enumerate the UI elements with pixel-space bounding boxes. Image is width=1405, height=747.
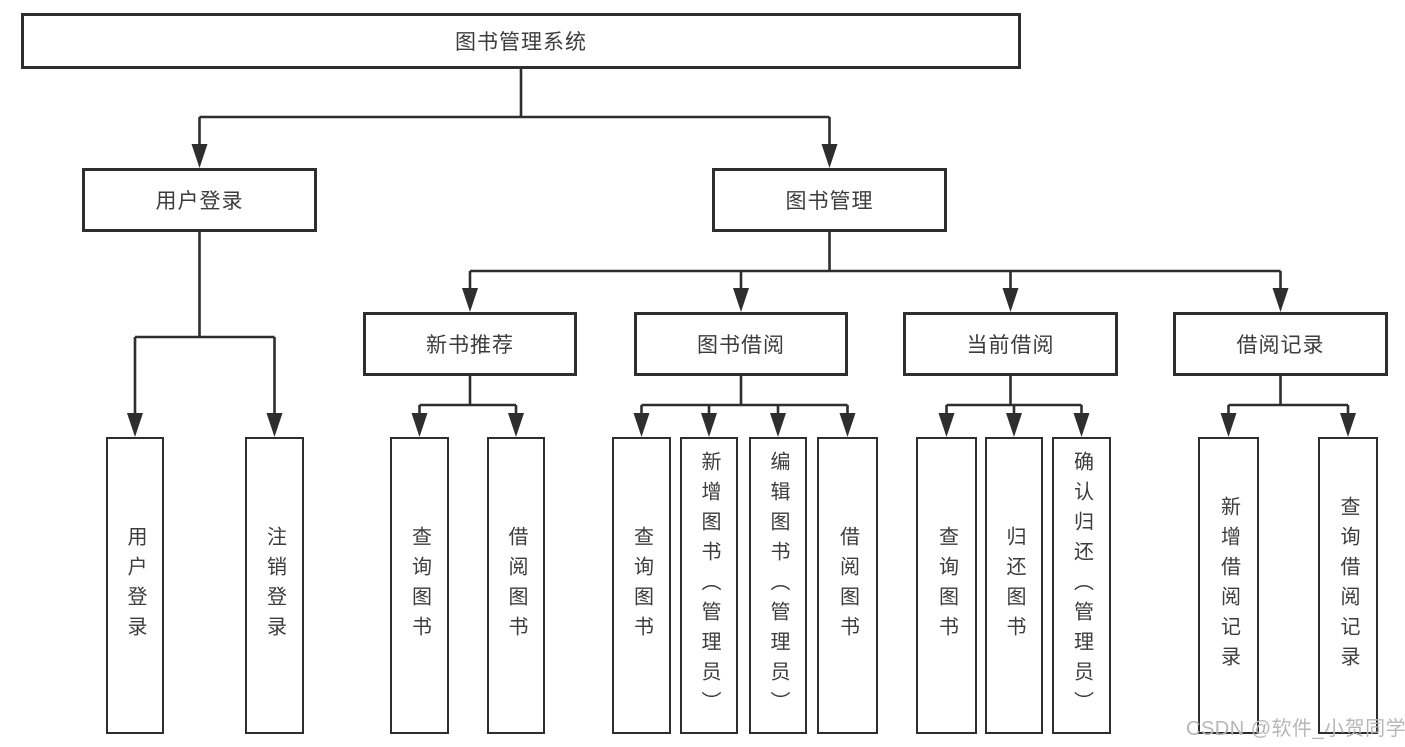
- leaf-confirm-return-admin: 确认归还（管理员）: [1052, 437, 1111, 734]
- node-label: 当前借阅: [966, 334, 1055, 357]
- node-label: 用户登录: [124, 525, 146, 646]
- connector-book-borrowing-to-leaves: [640, 376, 849, 431]
- connector-user-login-to-leaves: [133, 232, 276, 431]
- connector-new-book-recommendation-to-leaves: [418, 376, 518, 431]
- leaf-add-books-admin: 新增图书（管理员）: [680, 437, 738, 734]
- node-borrowing-records: 借阅记录: [1173, 312, 1388, 376]
- node-label: 借阅图书: [505, 525, 527, 646]
- leaf-query-books: 查询图书: [390, 437, 449, 734]
- connector-root-to-level2: [198, 69, 831, 162]
- node-user-login: 用户登录: [82, 168, 317, 232]
- node-label: 新增图书（管理员）: [698, 450, 720, 721]
- leaf-add-borrow-record: 新增借阅记录: [1198, 437, 1259, 734]
- leaf-borrow-books: 借阅图书: [487, 437, 545, 734]
- node-label: 查询图书: [408, 525, 431, 646]
- leaf-return-books: 归还图书: [985, 437, 1043, 734]
- node-label: 图书管理: [785, 190, 874, 213]
- node-library-management-system: 图书管理系统: [21, 13, 1021, 69]
- node-label: 编辑图书（管理员）: [767, 450, 789, 721]
- arrowheads: [127, 144, 1356, 437]
- connector-book-management-to-level3: [468, 232, 1282, 306]
- node-label: 注销登录: [263, 525, 286, 646]
- node-label: 用户登录: [155, 190, 244, 213]
- node-label: 图书管理系统: [455, 31, 587, 54]
- csdn-watermark: CSDN @软件_小贺同学: [1186, 718, 1405, 740]
- leaf-edit-books-admin: 编辑图书（管理员）: [749, 437, 807, 734]
- node-current-borrowing: 当前借阅: [903, 312, 1118, 376]
- node-new-book-recommendation: 新书推荐: [363, 312, 577, 376]
- node-label: 图书借阅: [697, 334, 785, 357]
- leaf-logout: 注销登录: [245, 437, 304, 734]
- node-label: 查询借阅记录: [1337, 495, 1359, 676]
- node-label: 借阅图书: [836, 525, 859, 646]
- node-label: 归还图书: [1003, 525, 1025, 646]
- leaf-borrow-books: 借阅图书: [817, 437, 878, 734]
- leaf-query-borrow-record: 查询借阅记录: [1318, 437, 1378, 734]
- node-label: 查询图书: [630, 525, 653, 646]
- node-book-borrowing: 图书借阅: [634, 312, 848, 376]
- node-label: 新增借阅记录: [1217, 495, 1240, 676]
- node-label: 新书推荐: [426, 334, 514, 357]
- node-book-management: 图书管理: [712, 168, 947, 232]
- leaf-user-login: 用户登录: [106, 437, 164, 734]
- node-label: 查询图书: [935, 525, 958, 646]
- node-label: 借阅记录: [1236, 334, 1325, 357]
- connector-borrowing-records-to-leaves: [1227, 376, 1350, 431]
- leaf-query-books: 查询图书: [612, 437, 671, 734]
- node-label: 确认归还（管理员）: [1070, 450, 1093, 721]
- leaf-query-books: 查询图书: [916, 437, 977, 734]
